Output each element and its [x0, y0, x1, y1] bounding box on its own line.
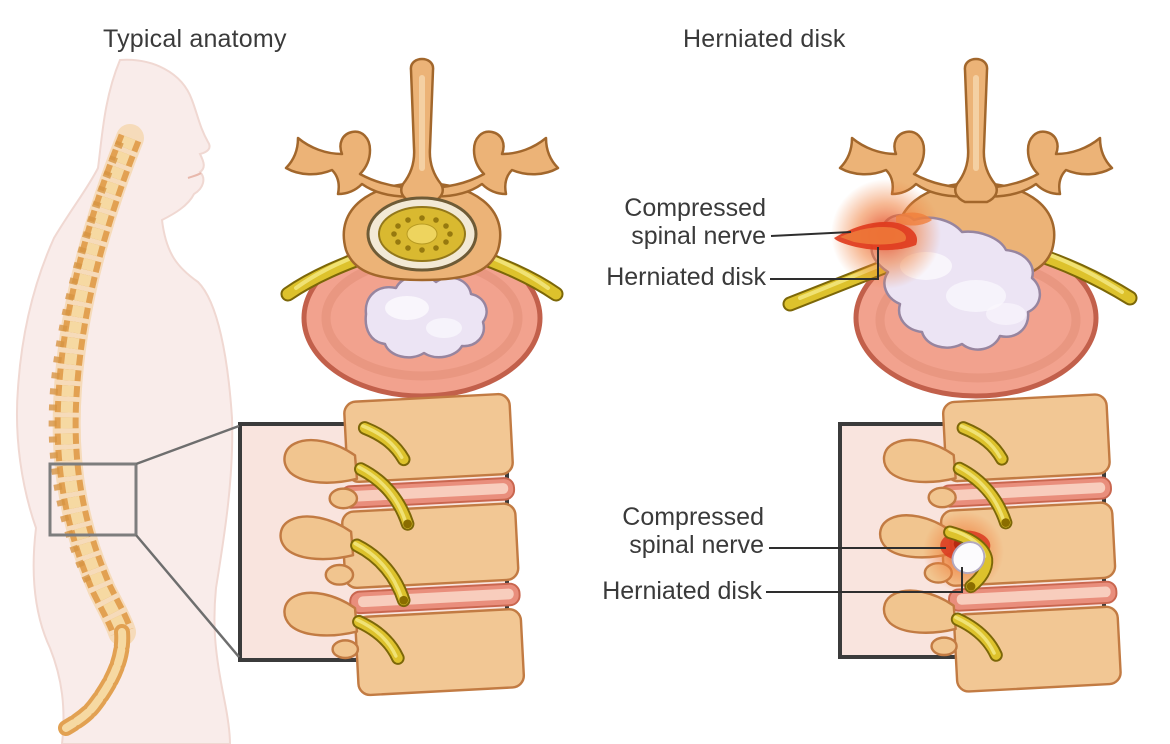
herniated-disk-fragment: [951, 541, 986, 574]
spinal-canal-typical: [366, 196, 478, 272]
nerve-roots-lateral-typical: [350, 421, 415, 665]
compressed-nerve-inflammation: [831, 179, 941, 289]
herniation-site: [922, 511, 1004, 594]
vertebral-column-herniated: [938, 393, 1122, 693]
label-herniated-disk-bottom: Herniated disk: [602, 577, 762, 605]
inset-lateral-spine-typical: [238, 392, 526, 697]
bent-nerve-root: [943, 525, 994, 594]
spinous-process-nubs: [48, 140, 124, 588]
label-compressed-spinal-nerve-top: Compressed spinal nerve: [624, 194, 766, 250]
transverse-process-left: [284, 130, 422, 198]
inset-lateral-spine-herniated: [838, 393, 1122, 693]
spine-side-view: [48, 124, 144, 736]
label-herniated-disk-top: Herniated disk: [606, 263, 766, 291]
lateral-spine-typical-art: [279, 392, 526, 697]
title-herniated-disk: Herniated disk: [683, 25, 846, 53]
label-compressed-spinal-nerve-bottom: Compressed spinal nerve: [622, 503, 764, 559]
vertebra-top-view-herniated: [782, 57, 1138, 399]
nerve-roots-lateral-herniated: [950, 421, 1013, 662]
mouth-line: [187, 172, 202, 179]
body-silhouette-illustration: [15, 58, 234, 744]
transverse-process-right: [422, 130, 560, 198]
spinous-processes-typical: [279, 438, 360, 660]
lateral-spine-herniated-art: [879, 393, 1122, 693]
title-typical-anatomy: Typical anatomy: [103, 25, 287, 53]
spinal-cord-texture: [391, 215, 453, 253]
vertebra-top-view-typical: [280, 57, 564, 399]
